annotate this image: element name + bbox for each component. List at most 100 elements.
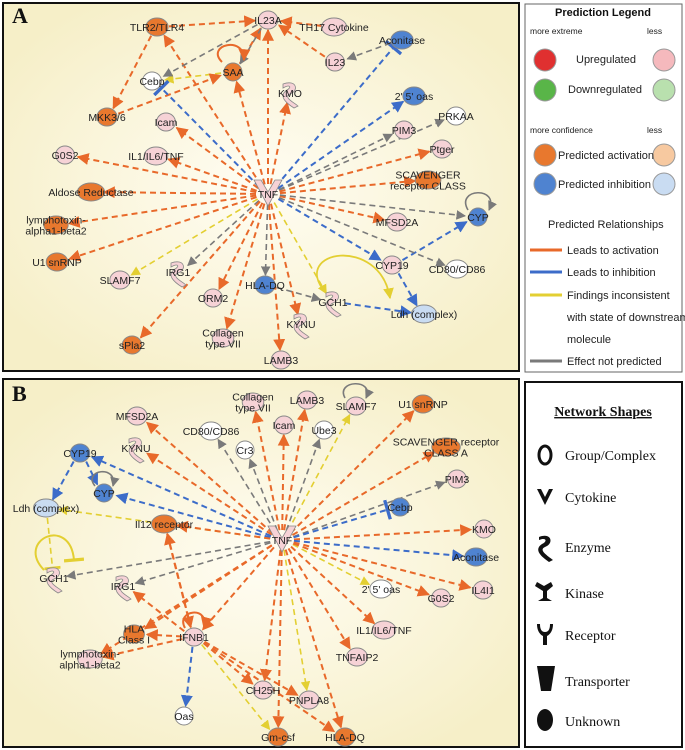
node-gmcsf-ellipse: [267, 727, 289, 747]
edge-slamf7-self-loop: [342, 382, 374, 399]
edge-tnf-to-mfsd: [279, 195, 386, 224]
node-a-aldose-label: Aldose Reductase: [48, 187, 133, 199]
node-a-pim3-label: PIM3: [392, 125, 417, 137]
node-b-tnf: TNF: [267, 525, 297, 553]
node-b-gmcsf: Gm-csf: [261, 727, 295, 747]
node-irg1-enzyme-icon: [170, 261, 187, 288]
node-b-cr3-label: Cr3: [237, 445, 254, 457]
node-b-u1: U1 snRNP: [398, 394, 448, 414]
node-a-il23a: IL23A: [254, 10, 282, 30]
node-b-tnfaip2: TNFAIP2: [336, 647, 378, 667]
node-coll-ellipse: [211, 328, 235, 348]
edge-tnf-to-irg1: [134, 542, 271, 586]
node-cd80-ellipse: [199, 421, 223, 441]
legend-inconsistent-1: Findings inconsistent: [567, 290, 670, 302]
edge-tnf-to-g0s2: [76, 153, 257, 194]
node-saa-ellipse: [223, 62, 243, 82]
legend-less-2: less: [647, 125, 662, 135]
node-b-pnpla8-label: PNPLA8: [289, 695, 329, 707]
node-b-cyp19: CYP19: [63, 443, 97, 463]
edge-tnf-to-icam: [175, 126, 259, 190]
edge-ifnb1-to-hladq: [203, 641, 336, 733]
edge-tnf-to-il1: [290, 545, 376, 625]
node-b-tnf-label: TNF: [272, 535, 292, 547]
node-a-cebp: Cebp: [139, 71, 165, 91]
node-th17-ellipse: [321, 17, 348, 37]
edge-cyp-self-loop-b: [91, 470, 120, 487]
edge-ifnb1-self-loop: [182, 611, 213, 630]
edge-tnf-to-spla2: [139, 200, 261, 339]
shape-label-receptor: Receptor: [565, 629, 616, 644]
inhibition-weak-swatch: [652, 172, 676, 196]
node-a-tnf: TNF: [253, 179, 283, 207]
edge-cyp19-to-cyp: [401, 221, 468, 261]
enzyme-icon: [538, 535, 553, 562]
edge-tnf-to-hladq: [284, 549, 344, 729]
edge-tnf-to-lympho: [100, 544, 273, 655]
node-a-icam-label: Icam: [155, 117, 178, 129]
node-a-pim3: PIM3: [392, 120, 417, 140]
node-gch1-enzyme-icon: [325, 291, 342, 318]
node-a-hladq-label: HLA-DQ: [245, 280, 285, 292]
node-b-icam: Icam: [273, 415, 296, 435]
node-a-slamf7-label: SLAMF7: [100, 275, 141, 287]
edge-tnf-to-cyp: [115, 492, 271, 539]
node-b-g0s2: G0S2: [428, 588, 455, 608]
node-gch1-enzyme-icon: [46, 567, 63, 594]
node-b-cd80: CD80/CD86: [183, 421, 239, 441]
node-b-kynu: KYNU: [121, 437, 151, 464]
node-u1-ellipse: [411, 394, 435, 414]
node-a-cyp: CYP: [467, 207, 489, 227]
node-aconitase-ellipse: [464, 547, 488, 567]
node-g0s2-ellipse: [431, 588, 451, 608]
legend-title: Prediction Legend: [555, 7, 651, 19]
edge-ifnb1-to-lympho: [101, 638, 183, 661]
shape-label-cytokine: Cytokine: [565, 491, 616, 506]
node-b-gch1-label: GCH1: [39, 573, 68, 585]
node-a-cyp19-label: CYP19: [375, 260, 408, 272]
node-il1-ellipse: [143, 146, 169, 166]
edge-tnf-to-coll: [224, 203, 266, 330]
node-a-slamf7: SLAMF7: [100, 270, 141, 290]
node-a-lamb3-label: LAMB3: [264, 355, 299, 367]
node-b-gch1: GCH1: [39, 567, 69, 594]
prediction-legend: Prediction Legend more extreme less Upre…: [524, 3, 685, 373]
node-b-il4i1: IL4I1: [471, 580, 495, 600]
node-a-spla2: sPla2: [119, 335, 145, 355]
node-a-lympho: lymphotoxin-alpha1-beta2: [25, 215, 86, 238]
edge-ifnb1-to-pnpla8: [204, 640, 299, 697]
node-slamf7-ellipse: [109, 270, 131, 290]
node-b-lympho-label: lymphotoxin-alpha1-beta2: [59, 649, 120, 672]
node-b-oas2-label: 2' 5' oas: [362, 584, 400, 596]
panel-a-letter: A: [12, 3, 28, 28]
edge-ifnb1-to-irg1: [132, 591, 185, 632]
node-a-tnf-label: TNF: [258, 189, 278, 201]
node-b-irg1: IRG1: [111, 575, 135, 602]
unknown-shape-icon: [537, 709, 553, 731]
node-b-aconitase: Aconitase: [453, 547, 499, 567]
downregulated-strong-swatch: [533, 78, 557, 102]
edge-tnf-to-cyp19: [90, 455, 272, 537]
node-b-cyp: CYP: [93, 483, 115, 503]
edge-tnf-to-ifnb1: [201, 546, 275, 631]
node-lamb3-ellipse: [270, 350, 292, 370]
node-prkaa-ellipse: [445, 106, 467, 126]
node-b-ldh-label: Ldh (complex): [13, 503, 80, 515]
edge-tnf-to-mfsd: [145, 421, 274, 535]
edge-cyp19-to-ldh: [51, 461, 75, 501]
edge-tnf-to-cr3: [248, 458, 279, 532]
node-oas2-ellipse: [402, 86, 426, 106]
node-tnf-cytokine-icon: [253, 179, 283, 207]
upregulated-strong-swatch: [533, 48, 557, 72]
activation-strong-swatch: [533, 143, 557, 167]
downregulated-weak-swatch: [652, 78, 676, 102]
edge-il12-to-ifnb1: [166, 533, 194, 629]
node-a-il23-label: IL23: [325, 57, 346, 69]
node-b-pnpla8: PNPLA8: [289, 690, 329, 710]
legend-less-1: less: [647, 26, 662, 36]
node-lympho-ellipse: [43, 215, 69, 235]
